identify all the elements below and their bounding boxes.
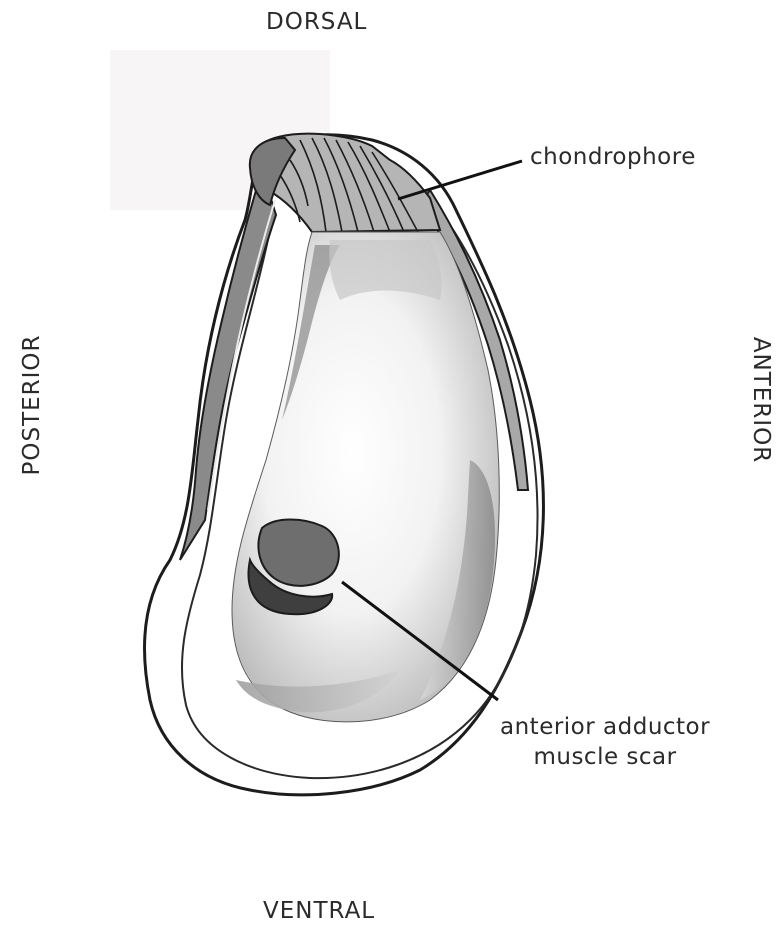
dorsal-label: DORSAL [266,8,367,36]
chondrophore-label: chondrophore [530,143,696,171]
adductor-label-line-1: anterior adductor [500,712,710,742]
posterior-label: POSTERIOR [18,334,46,475]
anterior-label: ANTERIOR [747,337,775,463]
adductor-scar-label: anterior adductor muscle scar [500,712,710,772]
adductor-label-line-2: muscle scar [500,742,710,772]
ventral-label: VENTRAL [263,897,375,925]
